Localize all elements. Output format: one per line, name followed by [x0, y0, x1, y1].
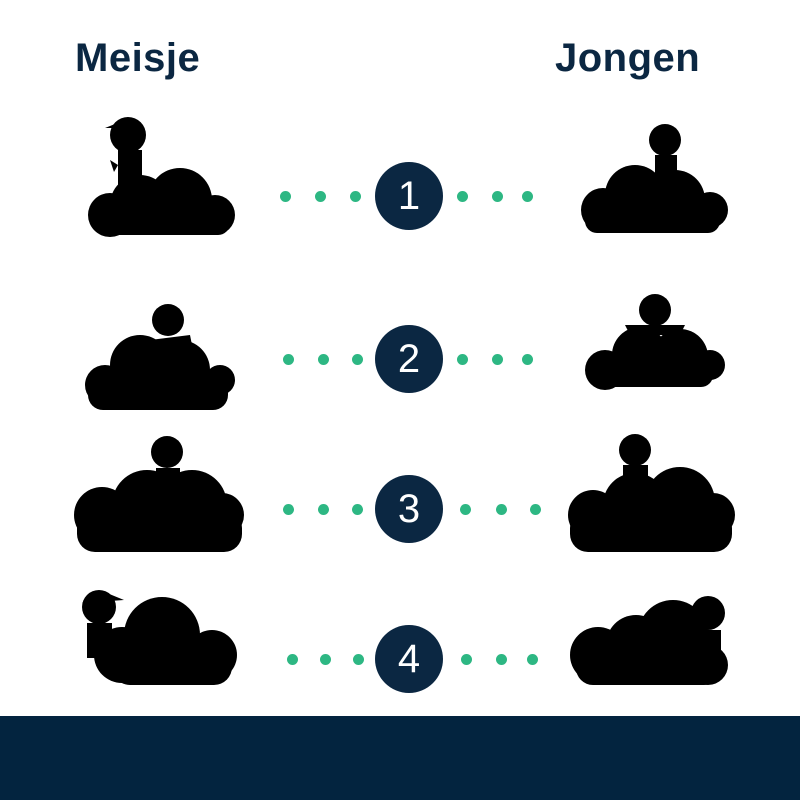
match-row-1: 1: [0, 110, 800, 240]
dot: [496, 504, 507, 515]
match-row-3: 3: [0, 430, 800, 560]
dot: [457, 354, 468, 365]
girl-behind-cloud-silhouette-icon: [85, 304, 235, 410]
dot: [353, 654, 364, 665]
match-row-2: 2: [0, 285, 800, 415]
number-badge-2: 2: [375, 325, 443, 393]
dot: [527, 654, 538, 665]
dot: [457, 191, 468, 202]
boy-behind-cloud-silhouette-icon: [585, 294, 725, 390]
dot: [283, 504, 294, 515]
dot: [492, 354, 503, 365]
girl-standing-cloud-silhouette-icon: [74, 436, 244, 552]
dot: [352, 354, 363, 365]
dot: [318, 354, 329, 365]
dot: [496, 654, 507, 665]
dot: [280, 191, 291, 202]
number-badge-4: 4: [375, 625, 443, 693]
boy-on-cloud-silhouette-icon: [581, 124, 728, 233]
girl-beside-cloud-silhouette-icon: [82, 590, 237, 685]
dot: [287, 654, 298, 665]
footer-band: [0, 716, 800, 800]
dot: [318, 504, 329, 515]
match-row-4: 4: [0, 585, 800, 715]
dot: [492, 191, 503, 202]
dot: [350, 191, 361, 202]
dot: [320, 654, 331, 665]
dot: [352, 504, 363, 515]
dot: [460, 504, 471, 515]
dot: [522, 191, 533, 202]
dot: [461, 654, 472, 665]
dot: [530, 504, 541, 515]
number-badge-1: 1: [375, 162, 443, 230]
boy-standing-cloud-silhouette-icon: [568, 434, 735, 552]
heading-girl: Meisje: [75, 36, 201, 80]
boy-beside-cloud-silhouette-icon: [570, 596, 728, 685]
dot: [283, 354, 294, 365]
dot: [315, 191, 326, 202]
number-badge-3: 3: [375, 475, 443, 543]
heading-boy: Jongen: [555, 36, 701, 80]
dot: [522, 354, 533, 365]
girl-on-cloud-silhouette-icon: [88, 117, 235, 237]
